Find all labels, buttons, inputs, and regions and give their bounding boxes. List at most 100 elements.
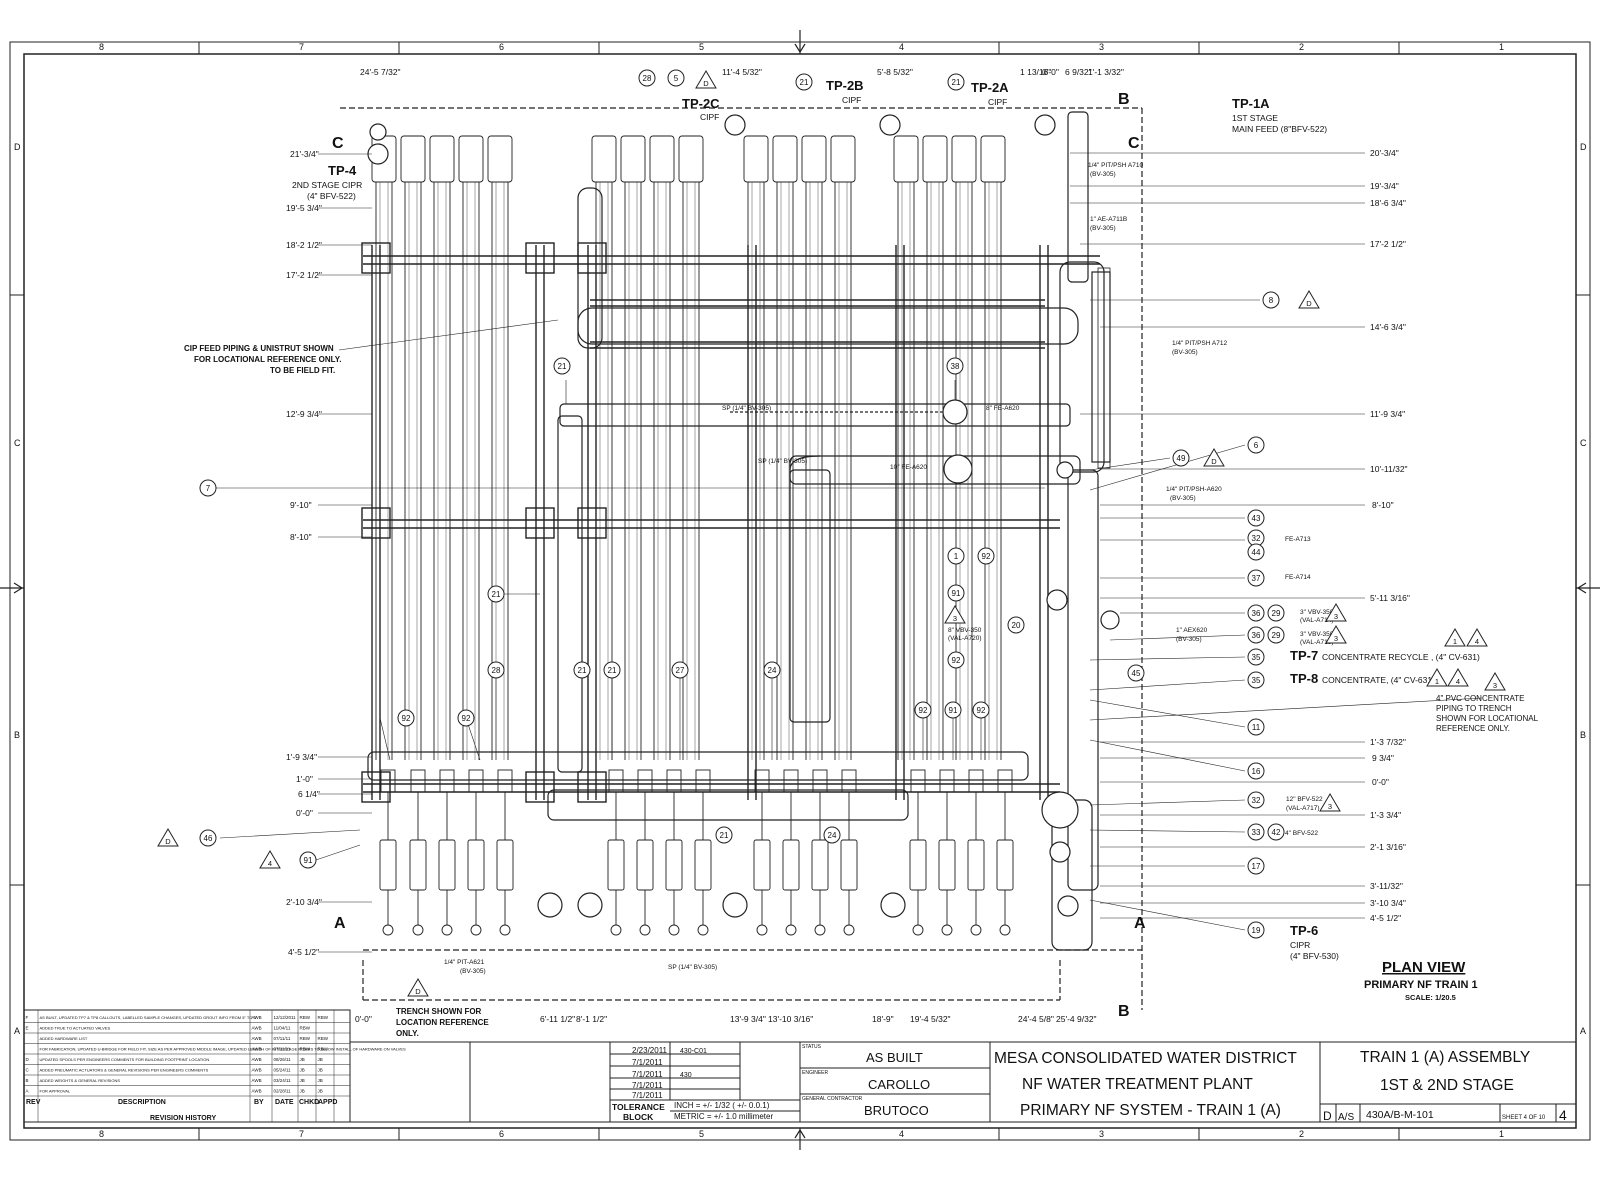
section-c-right: C: [1128, 135, 1140, 152]
callout-number: 92: [462, 714, 471, 723]
cip-note: FOR LOCATIONAL REFERENCE ONLY.: [194, 355, 341, 364]
callout-bubble: 43: [1247, 509, 1265, 527]
callout-number: 28: [643, 74, 652, 83]
row-label: A: [1580, 1026, 1586, 1036]
pvc-note: REFERENCE ONLY.: [1436, 724, 1510, 733]
inst-label: (VAL-A720): [948, 635, 981, 642]
dim-left: 18'-2 1/2": [286, 240, 322, 250]
inst-label: (BV-305): [1090, 225, 1116, 232]
callout-number: 17: [1252, 862, 1261, 871]
callout-bubble: 21: [603, 661, 621, 679]
section-a-left: A: [334, 915, 346, 932]
dim-right: 1'-3 3/4": [1370, 810, 1401, 820]
drawing-title-1: TRAIN 1 (A) ASSEMBLY: [1360, 1049, 1530, 1066]
revision-header: DESCRIPTION: [118, 1099, 166, 1106]
dim-right: 19'-3/4": [1370, 181, 1399, 191]
tp4-desc: 2ND STAGE CIPR: [292, 180, 362, 190]
revision-cell: E: [26, 1026, 29, 1031]
callout-number: 36: [1252, 631, 1261, 640]
dim-right: 11'-9 3/4": [1370, 409, 1405, 419]
callout-bubble: 32: [1247, 791, 1265, 809]
revision-cell: AWB: [252, 1015, 262, 1020]
tolerance-label: TOLERANCE: [612, 1102, 665, 1112]
tolerance-metric: METRIC = +/- 1.0 millimeter: [674, 1112, 773, 1121]
plan-title: PLAN VIEW: [1382, 959, 1466, 976]
callout-bubble: 92: [397, 709, 415, 727]
revision-mark: 1: [1435, 677, 1439, 686]
drawing-number: 430A/B-M-101: [1366, 1109, 1434, 1121]
callout-bubble: 28: [638, 69, 656, 87]
callout-number: 35: [1252, 676, 1261, 685]
callout-bubble: 21: [715, 826, 733, 844]
revision-triangle: D: [407, 978, 429, 997]
inst-label: SP (1/4" BV-305): [722, 405, 771, 412]
callout-bubble: 21: [573, 661, 591, 679]
callout-number: 92: [402, 714, 411, 723]
revision-cell: JB: [300, 1078, 305, 1083]
callout-number: 8: [1269, 296, 1274, 305]
callout-bubble: 1: [947, 547, 965, 565]
section-markers: C C B B A A: [332, 91, 1146, 1020]
col-label: 6: [499, 1129, 504, 1139]
inst-label: FE-A714: [1285, 574, 1311, 581]
callout-number: 28: [492, 666, 501, 675]
revision-cell: JB: [300, 1089, 305, 1094]
callout-bubble: 8: [1262, 291, 1280, 309]
callout-bubble: 33: [1247, 823, 1265, 841]
callout-number: 32: [1252, 796, 1261, 805]
dim-left: 2'-10 3/4": [286, 897, 322, 907]
callout-number: 33: [1252, 828, 1261, 837]
col-label: 1: [1499, 42, 1504, 52]
revision-cell: AWB: [252, 1068, 262, 1073]
callout-bubble: 24: [823, 826, 841, 844]
revision-header: BY: [254, 1099, 264, 1106]
tp1a-tag: TP-1A: [1232, 96, 1270, 111]
callout-bubble: 32: [1247, 529, 1265, 547]
revision-cell: 07/11/11: [274, 1047, 291, 1052]
revision-cell: AWB: [252, 1047, 262, 1052]
sheet-border-outer: [9, 41, 1591, 1141]
revision-header: CHKD: [299, 1099, 319, 1106]
section-b-bottom: B: [1118, 1003, 1130, 1020]
contractor-value: BRUTOCO: [864, 1103, 929, 1118]
callout-bubble: 29: [1267, 626, 1285, 644]
col-label: 2: [1299, 42, 1304, 52]
pvc-note: 4" PVC CONCENTRATE: [1436, 694, 1524, 703]
revision-mark: D: [703, 79, 709, 88]
date-field: 7/1/2011: [632, 1058, 663, 1067]
callout-number: 6: [1254, 441, 1259, 450]
col-label: 2: [1299, 1129, 1304, 1139]
callout-bubble: 21: [487, 585, 505, 603]
revision-cell: RBW: [300, 1047, 311, 1052]
trench-note: ONLY.: [396, 1029, 419, 1038]
callout-number: 38: [951, 362, 960, 371]
dim-bottom: 13'-10 3/16": [768, 1014, 813, 1024]
col-label: 5: [699, 42, 704, 52]
tp8-tag: TP-8: [1290, 671, 1318, 686]
dim-left: 4'-5 1/2": [288, 947, 319, 957]
revision-cell: JB: [300, 1057, 305, 1062]
revision-cell: ADDED TRUE TO ACTUATED VALVES: [40, 1026, 111, 1031]
row-label: D: [14, 142, 21, 152]
inst-label: SP (1/4" BV-305): [668, 964, 717, 971]
revision-cell: B: [26, 1078, 29, 1083]
row-label: C: [1580, 438, 1587, 448]
callout-number: 21: [608, 666, 617, 675]
skid-frame: [361, 242, 1100, 803]
dim-bottom: 19'-4 5/32": [910, 1014, 951, 1024]
inst-label: 3" VBV-350: [1300, 631, 1334, 638]
callout-bubble: 92: [972, 701, 990, 719]
pvc-note: PIPING TO TRENCH: [1436, 704, 1512, 713]
callout-bubble: 92: [914, 701, 932, 719]
inst-label: 12" BFV-522: [1286, 796, 1323, 803]
tp1a-desc: 1ST STAGE: [1232, 113, 1278, 123]
callout-bubble: 45: [1127, 664, 1145, 682]
dim-top: 5'-8 5/32": [877, 67, 913, 77]
revision-mark: D: [415, 987, 421, 996]
callout-number: 1: [954, 552, 959, 561]
inst-label: 3" VBV-350: [1300, 609, 1334, 616]
callout-bubble: 37: [1247, 569, 1265, 587]
revision-mark: 4: [1475, 637, 1479, 646]
callout-number: 92: [919, 706, 928, 715]
inst-label: 10" FE-A620: [890, 464, 927, 471]
